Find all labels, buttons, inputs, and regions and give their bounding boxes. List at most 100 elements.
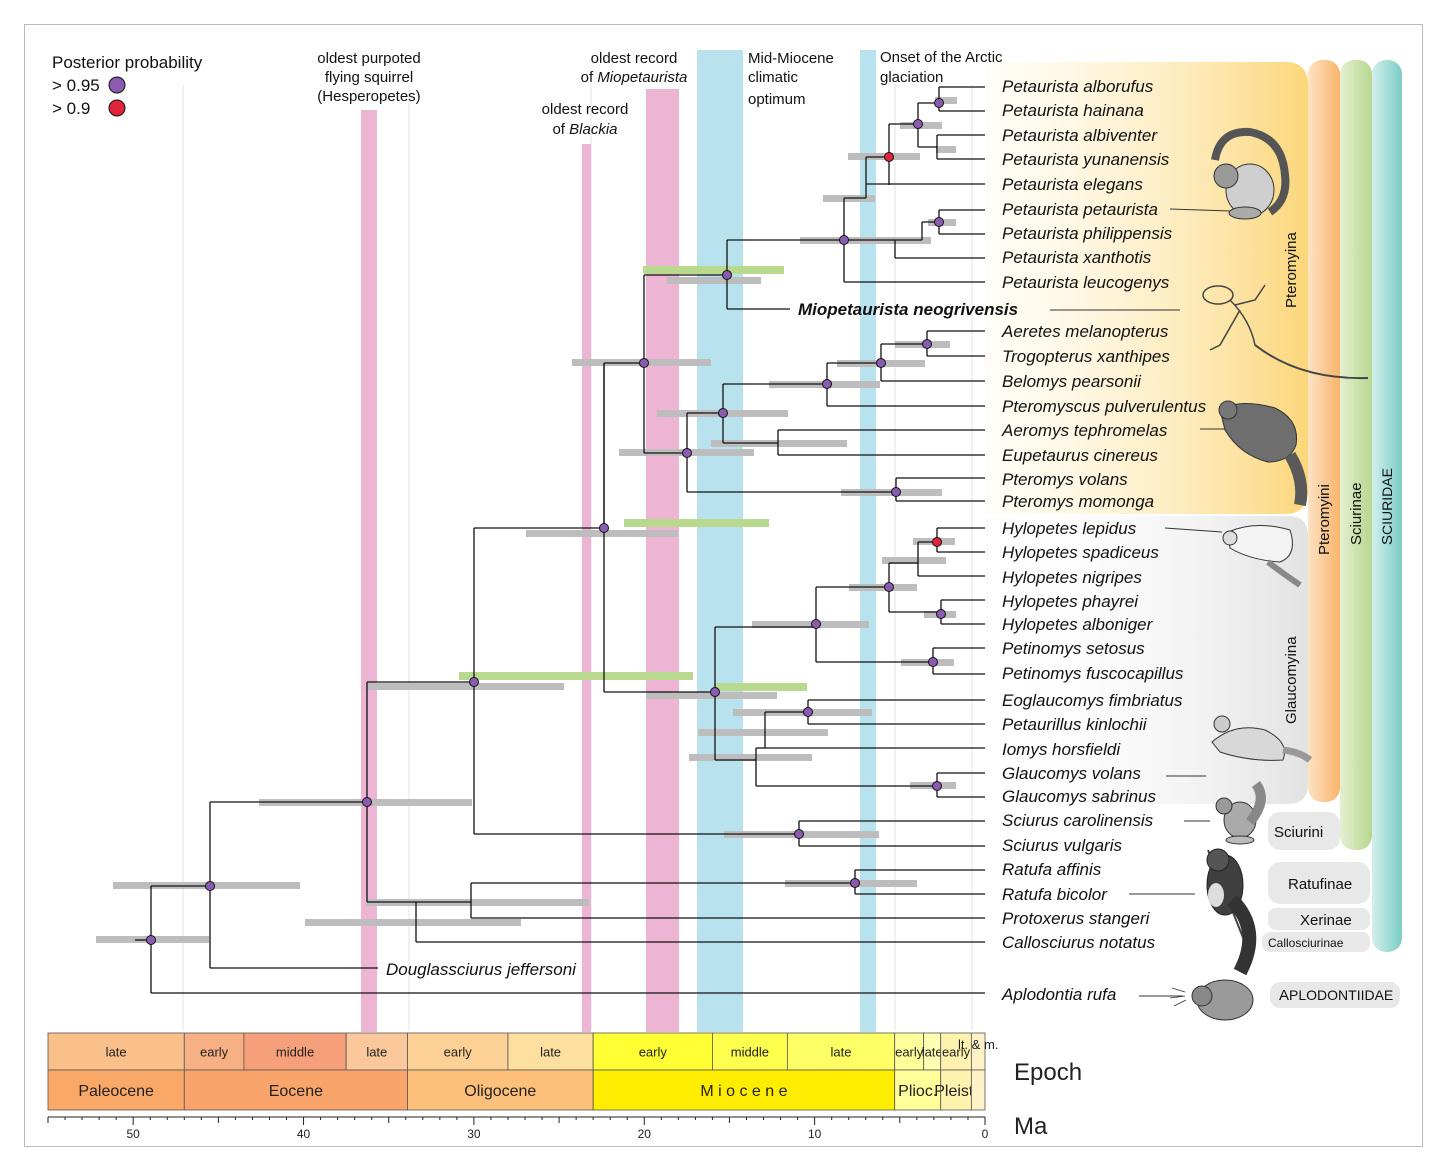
taxon-label: Aplodontia rufa xyxy=(1001,985,1116,1004)
time-axis-tick-label: 0 xyxy=(982,1127,989,1141)
node-purple xyxy=(363,798,372,807)
taxon-label: Hylopetes alboniger xyxy=(1002,615,1154,634)
node-purple xyxy=(937,610,946,619)
taxon-label: Hylopetes phayrei xyxy=(1002,592,1139,611)
node-purple xyxy=(929,658,938,667)
subepoch-label: late xyxy=(831,1045,852,1060)
epoch-label: Plioc. xyxy=(898,1083,937,1100)
taxon-label: Callosciurus notatus xyxy=(1002,933,1156,952)
blackia-italic: Blackia xyxy=(569,121,617,138)
mmco-bar xyxy=(697,50,743,1032)
subepoch-label: late xyxy=(366,1045,387,1060)
legend-label-09: > 0.9 xyxy=(52,99,90,118)
legend-title: Posterior probability xyxy=(52,53,203,72)
grid-lines xyxy=(183,85,972,1030)
taxon-label: Trogopterus xanthipes xyxy=(1002,347,1170,366)
sciuridae-rest: CIURIDAE xyxy=(1379,468,1395,535)
blackia-bar xyxy=(582,144,591,1032)
mmco-note-2: climatic xyxy=(748,69,799,86)
node-purple xyxy=(795,830,804,839)
legend-purple-swatch xyxy=(109,77,125,93)
subepoch-label: late xyxy=(922,1045,943,1060)
callosciurinae-label: Callosciurinae xyxy=(1268,936,1344,950)
miopetaurista-italic: Miopetaurista xyxy=(597,69,687,86)
node-purple xyxy=(206,882,215,891)
epoch-label: Paleocene xyxy=(78,1083,154,1100)
taxon-label: Protoxerus stangeri xyxy=(1002,909,1151,928)
taxon-label: Sciurus vulgaris xyxy=(1002,836,1122,855)
subepoch-label: early xyxy=(895,1045,924,1060)
taxon-label: Eupetaurus cinereus xyxy=(1002,446,1158,465)
arctic-note-2: glaciation xyxy=(880,69,943,86)
node-purple xyxy=(933,782,942,791)
miopetaurista-bar xyxy=(646,89,679,1032)
taxon-label: Petaurista hainana xyxy=(1002,101,1144,120)
node-purple xyxy=(935,218,944,227)
subepoch-label: early xyxy=(639,1045,668,1060)
legend-label-095: > 0.95 xyxy=(52,76,100,95)
hesperopetes-note-2: flying squirrel xyxy=(325,69,413,86)
taxon-label: Belomys pearsonii xyxy=(1002,372,1142,391)
node-purple xyxy=(804,708,813,717)
subepoch-label: early xyxy=(444,1045,473,1060)
mmco-note-3: optimum xyxy=(748,91,806,108)
sciuridae-initial: S xyxy=(1379,535,1396,545)
blackia-note-1: oldest record xyxy=(542,101,629,118)
node-purple xyxy=(823,380,832,389)
node-purple xyxy=(600,524,609,533)
taxon-label: Glaucomys sabrinus xyxy=(1002,787,1157,806)
pteromyini-band xyxy=(1308,60,1340,802)
taxon-label: Glaucomys volans xyxy=(1002,764,1141,783)
hesperopetes-note-1: oldest purpoted xyxy=(317,50,420,67)
epoch-label: Eocene xyxy=(269,1083,323,1100)
epoch-cell xyxy=(971,1070,985,1110)
time-axis-tick-label: 20 xyxy=(638,1127,652,1141)
miopetaurista-note-2: of Miopetaurista xyxy=(581,69,688,86)
taxon-label: Petaurista alborufus xyxy=(1002,77,1154,96)
hesperopetes-note-3: (Hesperopetes) xyxy=(317,88,420,105)
taxon-label: Sciurus carolinensis xyxy=(1002,811,1154,830)
subepoch-label: late xyxy=(540,1045,561,1060)
taxon-label: Pteromys volans xyxy=(1002,470,1128,489)
miopetaurista-prefix: of xyxy=(581,69,598,86)
node-purple xyxy=(147,936,156,945)
arctic-note-1: Onset of the Arctic xyxy=(880,49,1003,66)
node-purple xyxy=(892,488,901,497)
confidence-bars xyxy=(96,97,957,943)
timescale: lateearlymiddlelateearlylateearlymiddlel… xyxy=(48,1033,998,1141)
taxon-label: Pteromys momonga xyxy=(1002,492,1154,511)
taxon-label: Iomys horsfieldi xyxy=(1002,740,1121,759)
subepoch-label: late xyxy=(106,1045,127,1060)
node-purple xyxy=(923,340,932,349)
aplodontiidae-label: APLODONTIIDAE xyxy=(1279,987,1393,1004)
legend: Posterior probability > 0.95 > 0.9 xyxy=(52,53,203,118)
hesperopetes-bar xyxy=(361,110,377,1032)
sciurinae-label: Sciurinae xyxy=(1348,482,1365,545)
epoch-label: Oligocene xyxy=(464,1083,536,1100)
time-axis-tick-label: 50 xyxy=(127,1127,141,1141)
aplodontiidae-initial: A xyxy=(1279,987,1289,1004)
taxon-label: Petaurista xanthotis xyxy=(1002,248,1152,267)
blackia-note-2: of Blackia xyxy=(552,121,617,138)
sciuridae-label: SCIURIDAE xyxy=(1379,468,1396,545)
node-red xyxy=(933,538,942,547)
xerinae-label: Xerinae xyxy=(1300,912,1352,929)
blackia-prefix: of xyxy=(552,121,569,138)
node-purple xyxy=(877,359,886,368)
pteromyina-label: Pteromyina xyxy=(1283,231,1300,308)
node-purple xyxy=(683,449,692,458)
taxon-label: Ratufa bicolor xyxy=(1002,885,1108,904)
taxon-label: Petaurista philippensis xyxy=(1002,224,1173,243)
taxon-label: Petinomys setosus xyxy=(1002,639,1145,658)
node-purple xyxy=(719,409,728,418)
taxon-label: Petaurista albiventer xyxy=(1002,126,1158,145)
legend-red-swatch xyxy=(109,100,125,116)
epoch-axis-label: Epoch xyxy=(1014,1059,1082,1086)
taxon-label: Pteromyscus pulverulentus xyxy=(1002,397,1207,416)
taxon-label-douglassciurus: Douglassciurus jeffersoni xyxy=(386,960,577,979)
subepoch-label: lt. & m. xyxy=(958,1037,998,1052)
node-purple xyxy=(935,99,944,108)
taxon-label: Aeromys tephromelas xyxy=(1001,421,1168,440)
taxon-label: Hylopetes spadiceus xyxy=(1002,543,1159,562)
